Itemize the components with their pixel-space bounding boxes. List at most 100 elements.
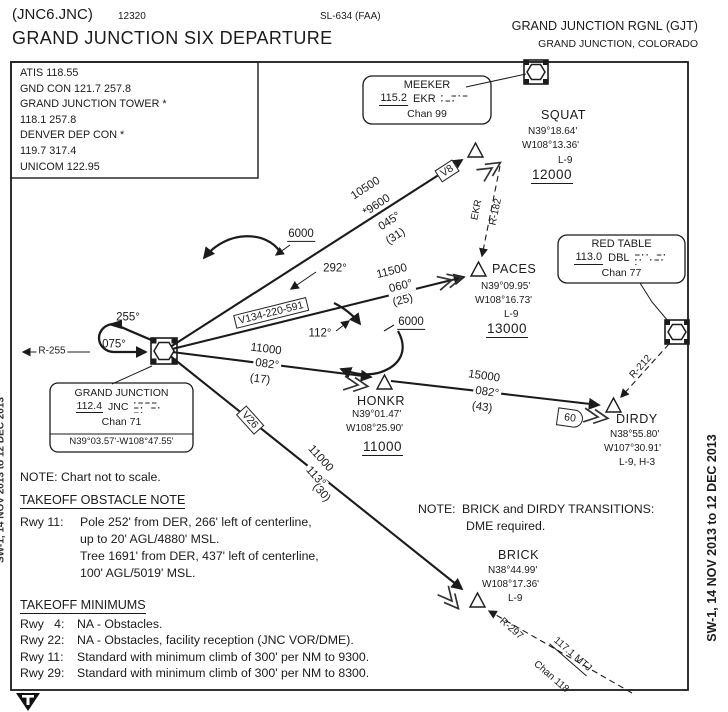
fix-brick-lon: W108°17.36' — [482, 579, 540, 590]
fix-squat-charts: L-9 — [558, 155, 573, 166]
scale-note: NOTE: Chart not to scale. — [20, 470, 161, 484]
grand-junction-ident: JNC — [108, 401, 129, 413]
fix-triangle-paces — [469, 260, 488, 277]
obstacle-rwy-label: Rwy 11: — [20, 515, 64, 529]
vor-symbol-jnc — [150, 337, 178, 365]
route-chevron-arrows — [342, 161, 610, 611]
radial-lines-dashed — [479, 165, 670, 694]
obstacle-line: 100' AGL/5019' MSL. — [80, 566, 196, 580]
fix-honkr-altitude: 11000 — [362, 439, 404, 456]
red-table-frequency: 113.0 — [574, 251, 604, 265]
red-table-box-frame — [557, 234, 686, 322]
meeker-ident: EKR — [413, 93, 436, 105]
fix-paces-altitude: 13000 — [486, 321, 529, 338]
comm-line: GND CON 121.7 257.8 — [20, 82, 132, 95]
meeker-box-frame — [362, 73, 527, 125]
right-margin-edition: SW-1, 14 NOV 2013 to 12 DEC 2013 — [704, 434, 719, 642]
takeoff-minimums-title: TAKEOFF MINIMUMS — [20, 598, 146, 615]
transition-note-line2: DME required. — [466, 519, 546, 533]
red-table-morse-icon: −·· −··· ·−·· — [634, 252, 668, 265]
vor-symbol-meeker — [523, 59, 549, 85]
meeker-frequency: 115.2 — [379, 92, 409, 106]
fix-dirdy-charts: L-9, H-3 — [619, 457, 656, 468]
fix-triangle-honkr — [375, 373, 394, 390]
r255-label: R-255 — [36, 345, 68, 357]
meeker-freq-row: 115.2 EKR · −·− ·−· — [367, 92, 487, 106]
red-table-channel: Chan 77 — [601, 267, 642, 279]
grand-junction-morse-icon: ·−−− −· −·−· — [133, 401, 162, 414]
comm-line: 118.1 257.8 — [20, 113, 77, 126]
grand-junction-frequency: 112.4 — [75, 400, 104, 414]
honkr-leg-distance: (17) — [249, 372, 271, 387]
fix-brick-name: BRICK — [498, 548, 539, 562]
course-reversal-loop — [97, 320, 157, 358]
minimums-rwy: Rwy 11: — [20, 649, 64, 664]
grand-junction-name: GRAND JUNCTION — [74, 387, 169, 399]
turn-inbound-heading: 075° — [102, 338, 126, 351]
comm-box: ATIS 118.55 GND CON 121.7 257.8 GRAND JU… — [20, 66, 167, 175]
dirdy-leg-distance: (43) — [471, 400, 494, 415]
fix-paces-name: PACES — [492, 262, 537, 276]
meeker-channel: Chan 99 — [407, 108, 447, 120]
altitude-6000-se: 6000 — [397, 316, 425, 331]
fix-honkr-lat: N39°01.47' — [352, 409, 402, 420]
transition-note-label: NOTE: — [418, 502, 456, 516]
grand-junction-box-frame — [49, 365, 194, 453]
minimums-row: Rwy 4: NA - Obstacles. — [20, 616, 369, 632]
vor-symbol-red-table — [664, 319, 690, 345]
sl-reference: SL-634 (FAA) — [320, 11, 381, 22]
chart-border — [10, 61, 689, 691]
fix-paces-lon: W108°16.73' — [475, 295, 533, 306]
fix-dirdy-name: DIRDY — [616, 412, 658, 426]
fix-dirdy-lat: N38°55.80' — [610, 429, 660, 440]
minimums-row: Rwy 29: Standard with minimum climb of 3… — [20, 665, 369, 681]
comm-line: ATIS 118.55 — [20, 67, 79, 79]
fix-squat-altitude: 12000 — [531, 167, 574, 184]
grand-junction-freq-row: 112.4 JNC ·−−− −· −·−· — [53, 400, 190, 414]
takeoff-minimums-list: Rwy 4: NA - Obstacles. Rwy 22: NA - Obst… — [20, 616, 369, 682]
fix-triangles — [375, 141, 623, 608]
fix-paces-lat: N39°09.95' — [481, 281, 531, 292]
comm-line: UNICOM 122.95 — [20, 160, 100, 173]
turn-arrows — [202, 235, 404, 379]
fix-honkr-lon: W108°25.90' — [346, 423, 404, 434]
meeker-morse-icon: · −·− ·−· — [440, 93, 470, 106]
airport-name: GRAND JUNCTION RGNL (GJT) — [511, 19, 698, 33]
minimums-rwy: Rwy 4: — [20, 617, 65, 631]
takeoff-minimums-triangle-icon — [16, 693, 40, 711]
procedure-number: 12320 — [118, 11, 146, 22]
obstacle-line: Tree 1691' from DER, 437' left of center… — [80, 549, 319, 563]
minimums-text: Standard with minimum climb of 300' per … — [77, 666, 370, 681]
red-table-ident: DBL — [608, 252, 630, 264]
heading-112-label: 112° — [308, 327, 332, 340]
comm-line: 119.7 317.4 — [20, 144, 77, 157]
meeker-name: MEEKER — [403, 79, 451, 91]
fix-brick-charts: L-9 — [508, 593, 523, 604]
obstacle-line: Pole 252' from DER, 266' left of centerl… — [80, 515, 312, 529]
fix-brick-lat: N38°44.99' — [488, 565, 538, 576]
altitude-6000-nw: 6000 — [287, 228, 315, 243]
grand-junction-channel: Chan 71 — [101, 416, 142, 428]
obstacle-note-title: TAKEOFF OBSTACLE NOTE — [20, 493, 186, 510]
grand-junction-coords: N39°03.57'-W108°47.55' — [69, 436, 174, 447]
fix-triangle-squat — [466, 141, 485, 158]
turn-outbound-heading: 255° — [116, 311, 140, 324]
airport-city: GRAND JUNCTION, COLORADO — [538, 38, 698, 50]
red-table-freq-row: 113.0 DBL −·· −··· ·−·· — [561, 251, 682, 265]
fix-paces-charts: L-9 — [504, 309, 519, 320]
page-title: GRAND JUNCTION SIX DEPARTURE — [12, 28, 333, 48]
fix-triangle-brick — [468, 591, 487, 608]
minimums-text: Standard with minimum climb of 300' per … — [77, 649, 370, 664]
label-leaders — [274, 244, 395, 332]
fix-squat-name: SQUAT — [541, 108, 586, 122]
transition-note-line1: BRICK and DIRDY TRANSITIONS: — [462, 502, 655, 516]
fix-triangle-dirdy — [604, 396, 623, 413]
fix-honkr-name: HONKR — [357, 394, 405, 408]
minimums-rwy: Rwy 22: — [20, 633, 65, 648]
comm-box-frame — [10, 61, 259, 179]
minimums-rwy: Rwy 29: — [20, 666, 65, 681]
fix-dirdy-lon: W107°30.91' — [604, 443, 662, 454]
comm-line: GRAND JUNCTION TOWER * — [20, 98, 167, 111]
obstacle-line: up to 20' AGL/4880' MSL. — [80, 532, 220, 546]
